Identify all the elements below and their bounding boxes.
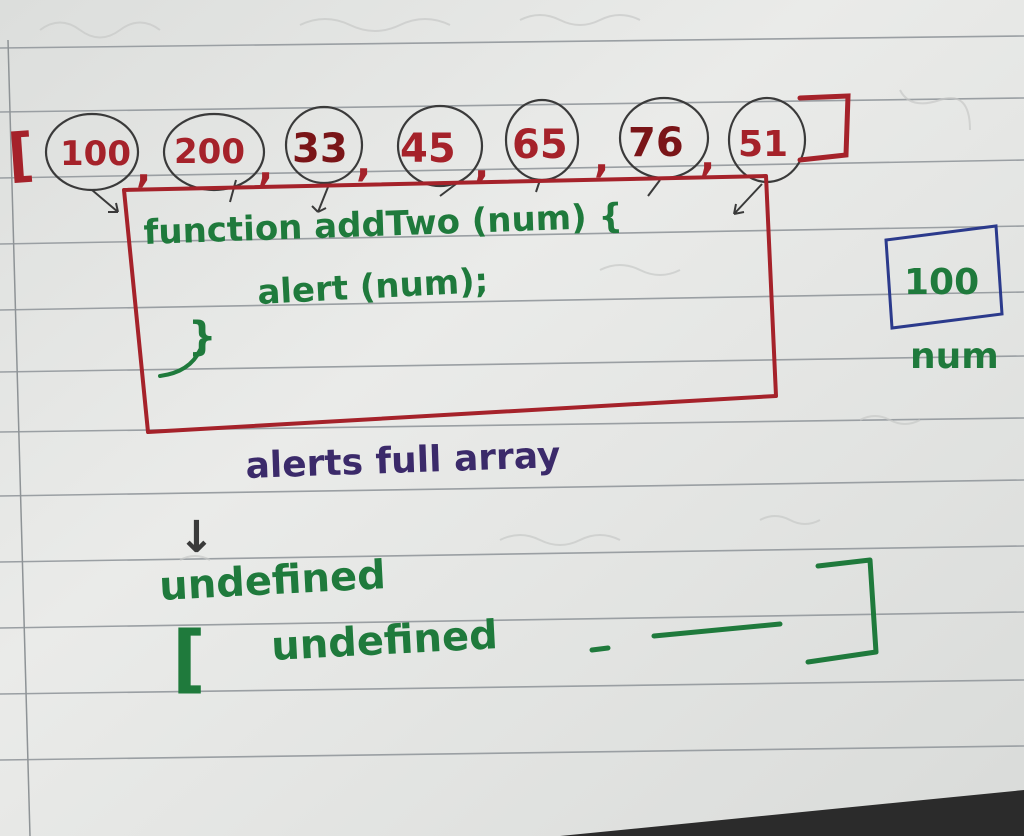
ruled-lines [0, 35, 1024, 761]
element-arrows [91, 179, 763, 215]
svg-text:,: , [136, 146, 151, 192]
closing-brace-tail [158, 348, 202, 378]
array-item-33: 33 [292, 126, 348, 172]
array-item-100: 100 [60, 134, 131, 174]
result-open-bracket: [ [172, 616, 206, 702]
svg-text:,: , [258, 144, 273, 190]
array-commas: , , , , , , [136, 134, 715, 192]
num-variable-box [884, 224, 1004, 330]
array-close-bracket [797, 93, 851, 163]
result-close-bracket [805, 557, 879, 665]
array-item-76: 76 [628, 120, 684, 166]
table-edge [560, 790, 1024, 836]
num-label: num [910, 336, 999, 377]
code-line-3: } [188, 314, 216, 360]
svg-text:,: , [700, 134, 715, 180]
svg-text:,: , [594, 136, 609, 182]
show-through-marks [39, 14, 971, 561]
svg-text:,: , [356, 140, 371, 186]
array-item-45: 45 [400, 126, 456, 172]
function-box [122, 174, 778, 434]
down-arrow: ↓ [178, 512, 215, 563]
array-item-51: 51 [738, 124, 788, 165]
margin-line [7, 39, 31, 836]
array-item-65: 65 [512, 122, 568, 168]
svg-text:,: , [474, 142, 489, 188]
result-ellipsis-dashes [589, 621, 783, 653]
array-open-bracket: [ [5, 120, 36, 190]
array-item-200: 200 [174, 132, 245, 172]
num-value: 100 [904, 262, 979, 303]
